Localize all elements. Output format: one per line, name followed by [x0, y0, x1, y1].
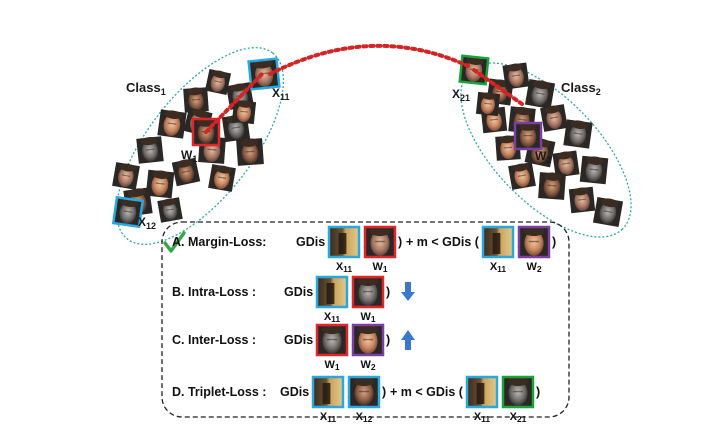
- thumb-x12: [347, 375, 381, 409]
- class2-face: [563, 119, 593, 149]
- gdis-open: GDis (: [280, 385, 318, 399]
- class2-face: [568, 186, 596, 214]
- check-icon: [163, 231, 186, 253]
- thumb-w1: [351, 275, 385, 309]
- gdis-open: GDis (: [284, 285, 322, 299]
- class1-face: [247, 57, 281, 91]
- x21-link-dotted: [472, 68, 524, 106]
- thumb-w2: [517, 225, 551, 259]
- thumb-label: X11: [474, 411, 491, 424]
- x21-label: X21: [452, 87, 470, 103]
- class1-face: [208, 164, 236, 192]
- loss-name: D. Triplet-Loss :: [172, 385, 266, 399]
- thumb-x11: [315, 275, 349, 309]
- class1-face: [112, 162, 140, 190]
- x12-label: X12: [138, 215, 156, 231]
- w2-label: W2: [535, 149, 551, 165]
- thumb-label: X12: [356, 411, 373, 424]
- class1-face: [145, 169, 175, 199]
- gdis-close: ): [398, 235, 402, 249]
- thumb-label: X11: [336, 261, 353, 274]
- gdis-close: ): [552, 235, 556, 249]
- margin-relation: + m < GDis (: [406, 235, 480, 249]
- class1-face: [231, 99, 257, 125]
- gdis-open: GDis (: [284, 333, 322, 347]
- class1-face: [136, 136, 164, 164]
- class2-face: [475, 91, 501, 117]
- thumb-label: W1: [324, 359, 339, 372]
- class1-face: [157, 109, 187, 139]
- thumb-x21: [501, 375, 535, 409]
- class1-face: [183, 87, 209, 113]
- thumb-label: X21: [510, 411, 527, 424]
- thumb-label: X11: [490, 261, 507, 274]
- class2-face: [552, 150, 580, 178]
- thumb-label: X11: [320, 411, 337, 424]
- class2-face: [538, 172, 566, 200]
- thumb-w2: [351, 323, 385, 357]
- thumb-label: W1: [360, 311, 375, 324]
- class2-face: [502, 62, 530, 90]
- gdis-close: ): [382, 385, 386, 399]
- w1-link-dotted: [204, 72, 264, 134]
- thumb-x11: [465, 375, 499, 409]
- thumb-label: X11: [324, 311, 341, 324]
- class1-face: [157, 197, 183, 223]
- gdis-close: ): [386, 285, 390, 299]
- class2-face: [579, 155, 609, 185]
- loss-name: A. Margin-Loss:: [172, 235, 266, 249]
- thumb-w1: [315, 323, 349, 357]
- gdis-close: ): [536, 385, 540, 399]
- arrow-down-icon: [401, 282, 415, 301]
- thumb-x11: [481, 225, 515, 259]
- thumb-label: W1: [372, 261, 387, 274]
- loss-name: C. Inter-Loss :: [172, 333, 256, 347]
- class2-face: [524, 78, 556, 110]
- x11-label: X11: [272, 86, 290, 102]
- loss-panel: [161, 221, 570, 418]
- gdis-open: GDis (: [296, 235, 334, 249]
- class2-face: [513, 121, 543, 151]
- arrow-up-icon: [401, 330, 415, 350]
- class1-face: [111, 195, 145, 229]
- w1-label: W1: [181, 148, 197, 164]
- thumb-x11: [311, 375, 345, 409]
- class1-face: [204, 68, 232, 96]
- class2-face: [508, 162, 536, 190]
- class2-face: [540, 104, 568, 132]
- thumb-x11: [327, 225, 361, 259]
- class1-cluster: [111, 47, 285, 245]
- thumb-label: W2: [526, 261, 541, 274]
- class2-ellipse: [460, 62, 632, 238]
- class2-face: [592, 196, 624, 228]
- class2-cluster: [458, 54, 632, 238]
- class-link-dotted: [268, 43, 470, 76]
- loss-name: B. Intra-Loss :: [172, 285, 256, 299]
- class1-label: Class1: [126, 80, 166, 97]
- loss-rows: A. Margin-Loss:GDis (X11,W1)+ m < GDis (…: [172, 225, 556, 424]
- class1-face: [236, 138, 264, 166]
- class1-face: [171, 157, 201, 187]
- class2-label: Class2: [561, 80, 601, 97]
- gdis-close: ): [386, 333, 390, 347]
- margin-relation: + m < GDis (: [390, 385, 464, 399]
- thumb-w1: [363, 225, 397, 259]
- thumb-label: W2: [360, 359, 375, 372]
